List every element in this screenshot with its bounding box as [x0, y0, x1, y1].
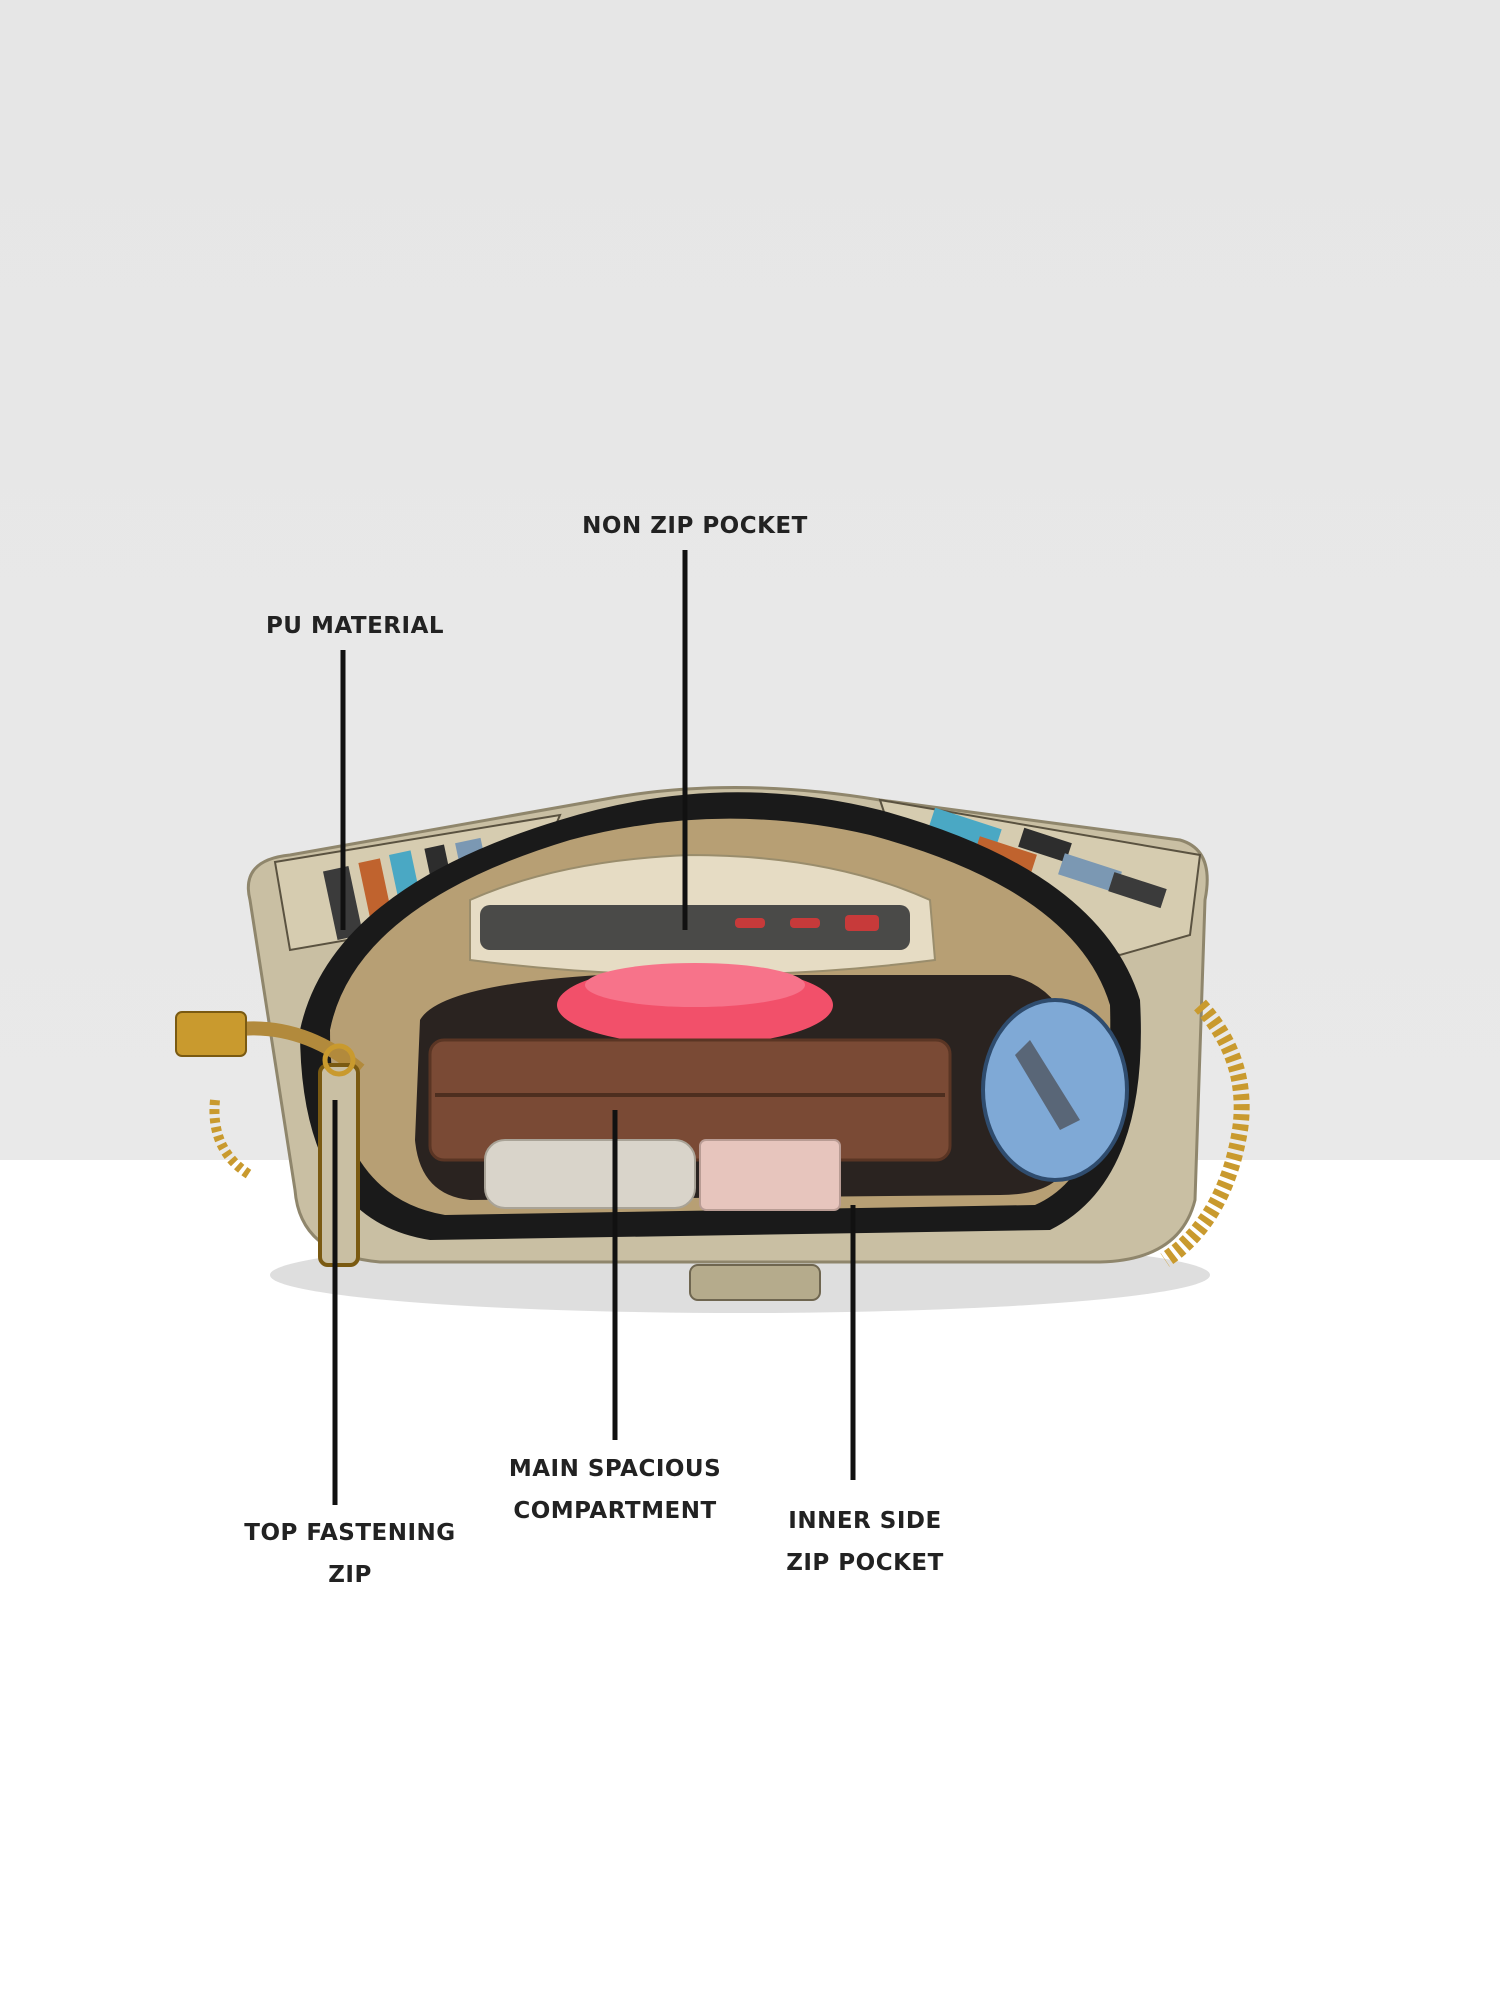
power-bank — [480, 905, 910, 950]
strap-tab — [689, 1264, 821, 1301]
lipstick — [484, 1139, 696, 1209]
power-bank-port-1 — [735, 918, 765, 928]
callout-top-zip: TOP FASTENING ZIP — [244, 1520, 456, 1588]
gold-chain — [1160, 999, 1250, 1267]
callout-non-zip-pocket: NON ZIP POCKET — [582, 513, 808, 539]
zip-ring — [322, 1043, 356, 1077]
callout-main-compartment: MAIN SPACIOUS COMPARTMENT — [508, 1456, 722, 1524]
compact-mirror-shine — [1015, 1040, 1080, 1130]
power-bank-port-2 — [790, 918, 820, 928]
phone-card — [699, 1139, 841, 1211]
zip-pull-tag — [318, 1063, 360, 1267]
callout-inner-side-pocket: INNER SIDE ZIP POCKET — [786, 1508, 944, 1576]
round-case-top — [585, 963, 805, 1007]
power-bank-port-3 — [845, 915, 879, 931]
zipper-slider — [175, 1011, 247, 1057]
callout-pu-material: PU MATERIAL — [265, 613, 445, 639]
gold-chain-left — [209, 1099, 253, 1180]
